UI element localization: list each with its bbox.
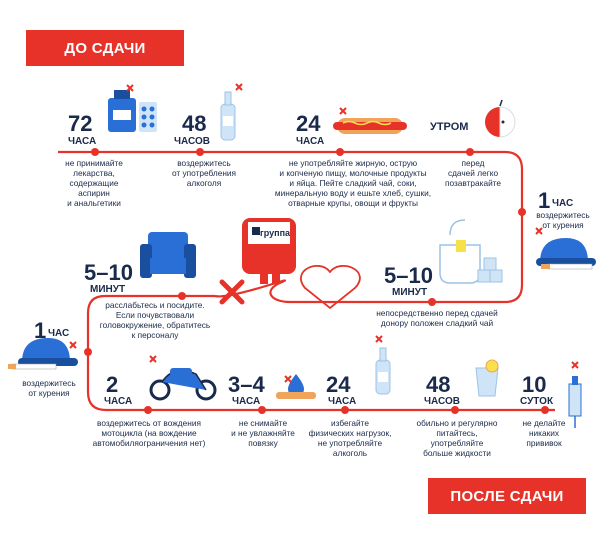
route-dot <box>144 406 152 414</box>
after-donation-banner: ПОСЛЕ СДАЧИ <box>428 478 586 514</box>
step-number: 48 <box>426 372 451 397</box>
step-number: 48 <box>182 111 207 136</box>
step-unit: ЧАСА <box>328 396 357 407</box>
step-unit: ЧАС <box>48 328 70 339</box>
step-unit: ЧАСА <box>296 136 325 147</box>
hotdog-icon <box>333 118 407 134</box>
cross-icon <box>571 361 579 369</box>
step-number: 1 <box>34 318 47 343</box>
step-number: 3–4 <box>228 372 265 397</box>
cross-icon <box>339 107 347 115</box>
route-dot <box>541 406 549 414</box>
cross-icon <box>149 355 157 363</box>
step-number: 24 <box>296 111 321 136</box>
route-dot <box>518 208 526 216</box>
route-dot <box>258 406 266 414</box>
water-drop-icon <box>276 374 316 399</box>
route-dot <box>336 148 344 156</box>
route-dot <box>196 148 204 156</box>
step-unit: ЧАСА <box>232 396 261 407</box>
bottle-icon <box>220 91 236 141</box>
cross-icon <box>535 227 543 235</box>
bottle-icon <box>375 347 391 395</box>
step-number: 5–10 <box>384 263 433 288</box>
route-dot <box>451 406 459 414</box>
route-dot <box>178 292 186 300</box>
big-cross-icon <box>219 279 245 305</box>
route-dot <box>84 348 92 356</box>
route-dot <box>341 406 349 414</box>
route-dot <box>428 298 436 306</box>
blood-group-label: группа <box>260 228 291 238</box>
route-dot <box>91 148 99 156</box>
step-unit: ЧАСОВ <box>424 396 460 407</box>
route-line-top <box>58 150 524 304</box>
step-unit: ЧАСА <box>104 396 133 407</box>
blood-bag-icon <box>242 218 296 284</box>
step-unit: ЧАСОВ <box>174 136 210 147</box>
step-unit: МИНУТ <box>90 284 126 295</box>
cross-icon <box>375 335 383 343</box>
step-unit: МИНУТ <box>392 287 428 298</box>
route-line-heart <box>300 265 361 310</box>
step-number: 5–10 <box>84 260 133 285</box>
motorcycle-icon <box>149 368 217 401</box>
apple-icon <box>485 99 516 138</box>
step-number: 72 <box>68 111 93 136</box>
step-unit: СУТОК <box>520 396 554 407</box>
step-unit: ЧАС <box>552 198 574 209</box>
step-unit: ЧАСА <box>68 136 97 147</box>
tea-sugar-icon <box>439 219 503 284</box>
step-number: 1 <box>538 188 551 213</box>
step-number: 2 <box>106 372 119 397</box>
syringe-icon <box>568 376 582 428</box>
route-dot <box>466 148 474 156</box>
before-donation-banner: ДО СДАЧИ <box>26 30 184 66</box>
cross-icon <box>235 83 243 91</box>
cross-icon <box>126 84 134 92</box>
step-number: 24 <box>326 372 351 397</box>
glass-icon <box>475 359 499 397</box>
cross-icon <box>284 375 292 383</box>
step-description: расслабьтесь и посидите.Если почувствова… <box>99 300 211 340</box>
cross-icon <box>69 341 77 349</box>
cigarette-cap-icon <box>8 338 78 370</box>
pill-blister-icon <box>139 102 157 132</box>
medicine-bottle-icon <box>108 90 136 132</box>
step-number: 10 <box>522 372 547 397</box>
step-unit: УТРОМ <box>430 121 469 133</box>
cigarette-cap-icon <box>536 238 596 270</box>
armchair-icon <box>140 232 196 278</box>
